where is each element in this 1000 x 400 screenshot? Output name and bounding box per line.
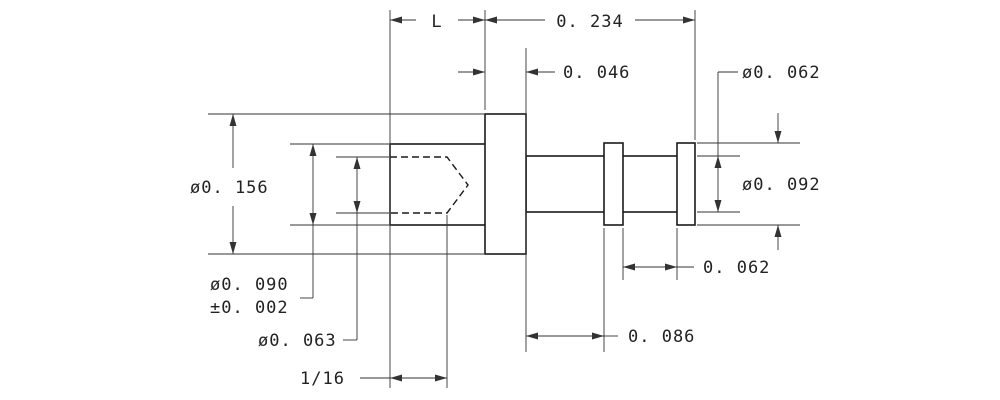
flange [484, 113, 527, 255]
label-socket-tolerance: ±0. 002 [210, 298, 289, 318]
label-tail-groove-diameter: ø0. 062 [742, 63, 821, 83]
dimension-lines [229, 16, 782, 382]
label-tail-diameter: ø0. 092 [742, 175, 821, 195]
label-collar-offset: 0. 086 [628, 327, 695, 347]
label-flange-thickness: 0. 046 [563, 63, 630, 83]
label-length-l: L [431, 12, 442, 32]
drilled-hole-hidden [390, 156, 469, 214]
collar-2 [676, 142, 696, 226]
label-flange-diameter: ø0. 156 [190, 178, 269, 198]
extension-lines [208, 10, 800, 388]
label-groove-spacing: 0. 062 [703, 258, 770, 278]
label-overall-length: 0. 234 [556, 12, 623, 32]
label-socket-diameter: ø0. 090 [210, 275, 289, 295]
part-outline [389, 113, 696, 255]
label-drill-depth: 1/16 [300, 369, 345, 389]
collar-1 [603, 142, 624, 226]
dimension-labels: L 0. 234 0. 046 ø0. 062 ø0. 156 ø0. 092 … [190, 12, 821, 389]
label-inner-diameter: ø0. 063 [258, 331, 337, 351]
